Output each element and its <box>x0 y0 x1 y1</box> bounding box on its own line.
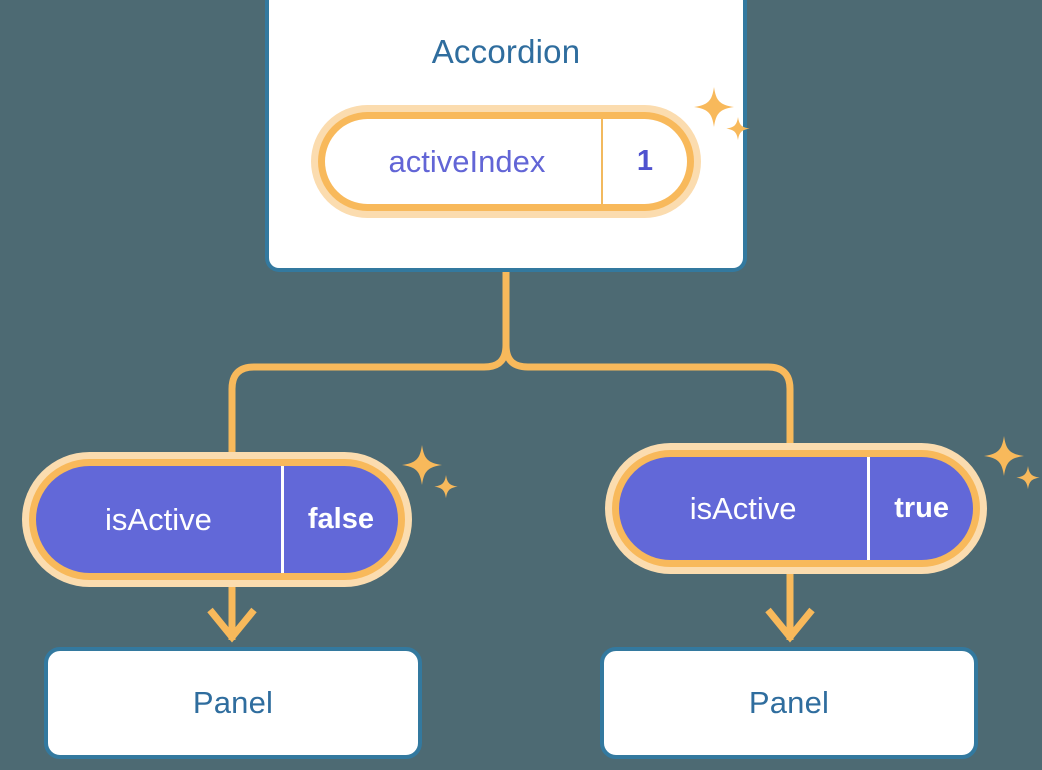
arrow-down-icon-right <box>765 607 815 643</box>
prop-badge-ring: isActive false <box>29 459 405 580</box>
connector-bus-right <box>528 363 794 448</box>
prop-badge-active-index[interactable]: activeIndex 1 <box>311 105 701 218</box>
prop-badge-key: isActive <box>105 501 212 537</box>
prop-badge-value: true <box>867 457 973 560</box>
prop-badge-body: activeIndex 1 <box>325 119 687 204</box>
prop-badge-is-active-right[interactable]: isActive true <box>605 443 987 574</box>
prop-badge-ring: activeIndex 1 <box>318 112 694 211</box>
prop-badge-key: activeIndex <box>388 143 546 179</box>
prop-badge-is-active-left[interactable]: isActive false <box>22 452 412 587</box>
panel-left-title: Panel <box>192 685 274 720</box>
prop-badge-value: 1 <box>600 119 687 204</box>
accordion-card-title: Accordion <box>431 33 581 70</box>
connector-bus-left <box>228 363 484 455</box>
prop-badge-key: isActive <box>689 490 797 526</box>
panel-left[interactable]: Panel <box>44 647 422 759</box>
prop-badge-ring: isActive true <box>612 450 980 567</box>
prop-badge-body: isActive false <box>36 466 398 573</box>
prop-badge-body: isActive true <box>619 457 973 560</box>
panel-right[interactable]: Panel <box>600 647 978 759</box>
connector-y-junction-right <box>502 344 529 371</box>
panel-right-title: Panel <box>748 685 830 720</box>
arrow-down-icon-left <box>207 607 257 643</box>
prop-badge-value: false <box>280 466 398 573</box>
